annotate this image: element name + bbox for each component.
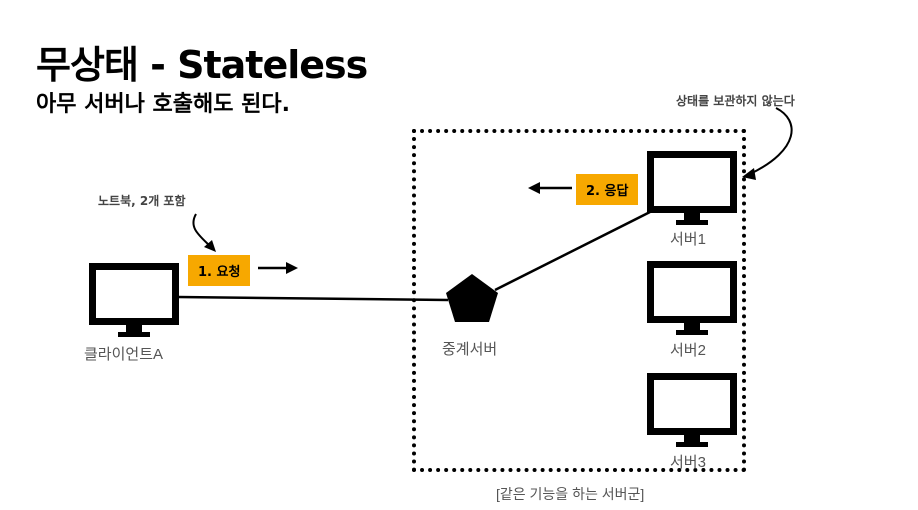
proxy-server1-link bbox=[494, 210, 651, 292]
server3-label: 서버3 bbox=[670, 454, 706, 471]
client-proxy-link bbox=[177, 295, 449, 302]
server1-label: 서버1 bbox=[670, 231, 706, 248]
request-step-badge: 1. 요청 bbox=[188, 255, 251, 286]
client-label: 클라이언트A bbox=[84, 346, 164, 363]
server-group-label: [같은 기능을 하는 서버군] bbox=[496, 486, 645, 502]
page-subtitle: 아무 서버나 호출해도 된다. bbox=[36, 92, 290, 117]
server2-monitor-icon bbox=[647, 261, 737, 335]
stateless-note-arrow bbox=[742, 107, 793, 180]
proxy-icon bbox=[446, 274, 498, 322]
proxy-label: 중계서버 bbox=[442, 341, 498, 358]
response-step-badge: 2. 응답 bbox=[576, 174, 639, 205]
laptop-note: 노트북, 2개 포함 bbox=[98, 194, 186, 208]
server3-monitor-icon bbox=[647, 373, 737, 447]
server2-label: 서버2 bbox=[670, 342, 706, 359]
page-title: 무상태 - Stateless bbox=[36, 43, 368, 87]
response-arrow bbox=[528, 182, 572, 194]
client-monitor-icon bbox=[89, 263, 179, 337]
request-arrow bbox=[258, 262, 298, 274]
stateless-note: 상태를 보관하지 않는다 bbox=[676, 94, 795, 108]
laptop-note-arrow bbox=[192, 213, 216, 252]
server1-monitor-icon bbox=[647, 151, 737, 225]
